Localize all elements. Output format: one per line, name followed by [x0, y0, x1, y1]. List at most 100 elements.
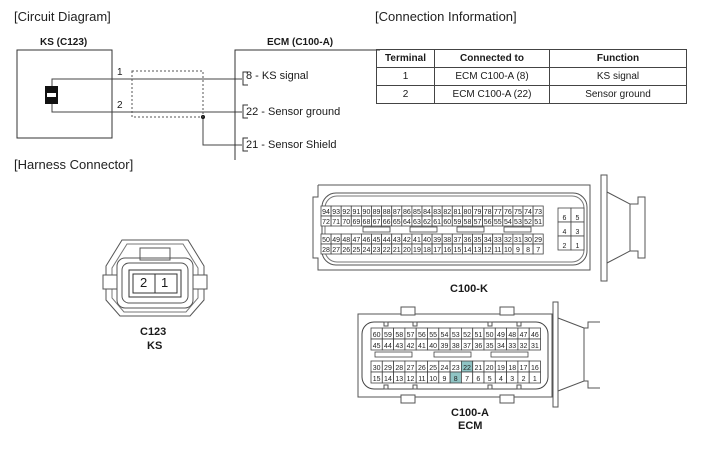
pin-number: 57 — [407, 332, 415, 339]
pin-number: 29 — [534, 237, 542, 244]
pin-number: 55 — [429, 332, 437, 339]
pin-number: 93 — [332, 209, 340, 216]
pin-number: 88 — [383, 209, 391, 216]
pin-number: 16 — [531, 365, 539, 372]
pin-number: 66 — [383, 219, 391, 226]
pin-number: 50 — [486, 332, 494, 339]
pin-number: 80 — [464, 209, 472, 216]
pin-number: 45 — [373, 343, 381, 350]
pin-number: 90 — [363, 209, 371, 216]
key-slot — [433, 351, 472, 358]
pin-number: 24 — [363, 247, 371, 254]
pin-number: 68 — [363, 219, 371, 226]
pin-number: 11 — [418, 376, 425, 383]
pin-number: 79 — [474, 209, 482, 216]
pin-number: 56 — [484, 219, 492, 226]
pin-number: 85 — [413, 209, 421, 216]
pin-cell — [532, 243, 544, 255]
ecm-pin-bracket — [242, 137, 248, 152]
pin-number: 4 — [563, 229, 567, 236]
pin-number: 46 — [531, 332, 539, 339]
pin-number: 87 — [393, 209, 401, 216]
pin-number: 2 — [522, 376, 526, 383]
pin-number: 32 — [520, 343, 528, 350]
pin-number: 71 — [332, 219, 340, 226]
pin-number: 65 — [393, 219, 401, 226]
pin-number: 26 — [342, 247, 350, 254]
pin-number: 91 — [352, 209, 360, 216]
pin-number: 13 — [395, 376, 403, 383]
pin-number: 3 — [576, 229, 580, 236]
pin-number: 6 — [476, 376, 480, 383]
circuit-diagram — [16, 49, 380, 160]
pin-number: 22 — [383, 247, 391, 254]
pin-number: 14 — [464, 247, 472, 254]
pin-number: 48 — [342, 237, 350, 244]
wire-2-label: 2 — [117, 100, 123, 111]
pin-number: 36 — [474, 343, 482, 350]
header-terminal: Terminal — [376, 49, 435, 68]
pin-number: 1 — [533, 376, 537, 383]
table-row: 1 ECM C100-A (8) KS signal — [376, 67, 687, 86]
pin-number: 53 — [452, 332, 460, 339]
pin-number: 29 — [384, 365, 392, 372]
ecm-pin-21-sensor-shield: 21 - Sensor Shield — [246, 139, 337, 151]
pin-number: 12 — [407, 376, 415, 383]
pin-number: 44 — [384, 343, 392, 350]
ecm-component-box — [234, 49, 380, 160]
pin-number: 40 — [423, 237, 431, 244]
header-connected-to: Connected to — [434, 49, 550, 68]
pin-number: 86 — [403, 209, 411, 216]
ecm-component-title: ECM (C100-A) — [267, 37, 334, 48]
pin-function: - Sensor Shield — [258, 139, 337, 151]
pin-function: - Sensor ground — [258, 106, 341, 118]
wire-sensor-shield — [202, 117, 242, 146]
pin-number: 10 — [429, 376, 437, 383]
pin-number: 23 — [373, 247, 381, 254]
pin-number: 64 — [403, 219, 411, 226]
pin-number: 52 — [463, 332, 471, 339]
pin-number: 67 — [373, 219, 381, 226]
pin-number: 44 — [383, 237, 391, 244]
key-slot — [374, 351, 413, 358]
pin-number: 19 — [497, 365, 505, 372]
circuit-diagram-title: [Circuit Diagram] — [14, 9, 111, 24]
harness-connector-title: [Harness Connector] — [14, 157, 134, 172]
pin-number: 70 — [342, 219, 350, 226]
ecm-pin-bracket — [242, 104, 248, 119]
pin-number: 6 — [563, 215, 567, 222]
cell-terminal: 1 — [376, 67, 435, 86]
pin-number: 22 — [246, 106, 259, 118]
pin-number: 51 — [534, 219, 542, 226]
ks-component-title: KS (C123) — [40, 37, 88, 48]
pin-number: 20 — [486, 365, 494, 372]
pin-number: 21 — [246, 139, 259, 151]
pin-number: 32 — [504, 237, 512, 244]
pin-number: 31 — [531, 343, 539, 350]
pin-number: 94 — [322, 209, 330, 216]
pin-number: 46 — [363, 237, 371, 244]
pin-number: 83 — [433, 209, 441, 216]
wire-sensor-ground — [51, 104, 242, 113]
pin-number: 24 — [441, 365, 449, 372]
pin-number: 59 — [453, 219, 461, 226]
pin-number: 55 — [494, 219, 502, 226]
wire-ks-signal — [51, 78, 242, 86]
connection-table: Terminal Connected to Function 1 ECM C10… — [376, 49, 687, 104]
pin-number: 18 — [423, 247, 431, 254]
pin-cell — [570, 235, 585, 251]
pin-number: 16 — [443, 247, 451, 254]
pin-number: 37 — [463, 343, 471, 350]
key-slot — [490, 351, 529, 358]
pin-number: 82 — [443, 209, 451, 216]
pin-number: 12 — [484, 247, 492, 254]
pin-number: 35 — [486, 343, 494, 350]
pin-number: 63 — [413, 219, 421, 226]
pin-number: 7 — [536, 247, 540, 254]
pin-number: 43 — [395, 343, 403, 350]
pin-number: 21 — [393, 247, 401, 254]
pin-number: 30 — [524, 237, 532, 244]
pin-function: - KS signal — [252, 70, 309, 82]
